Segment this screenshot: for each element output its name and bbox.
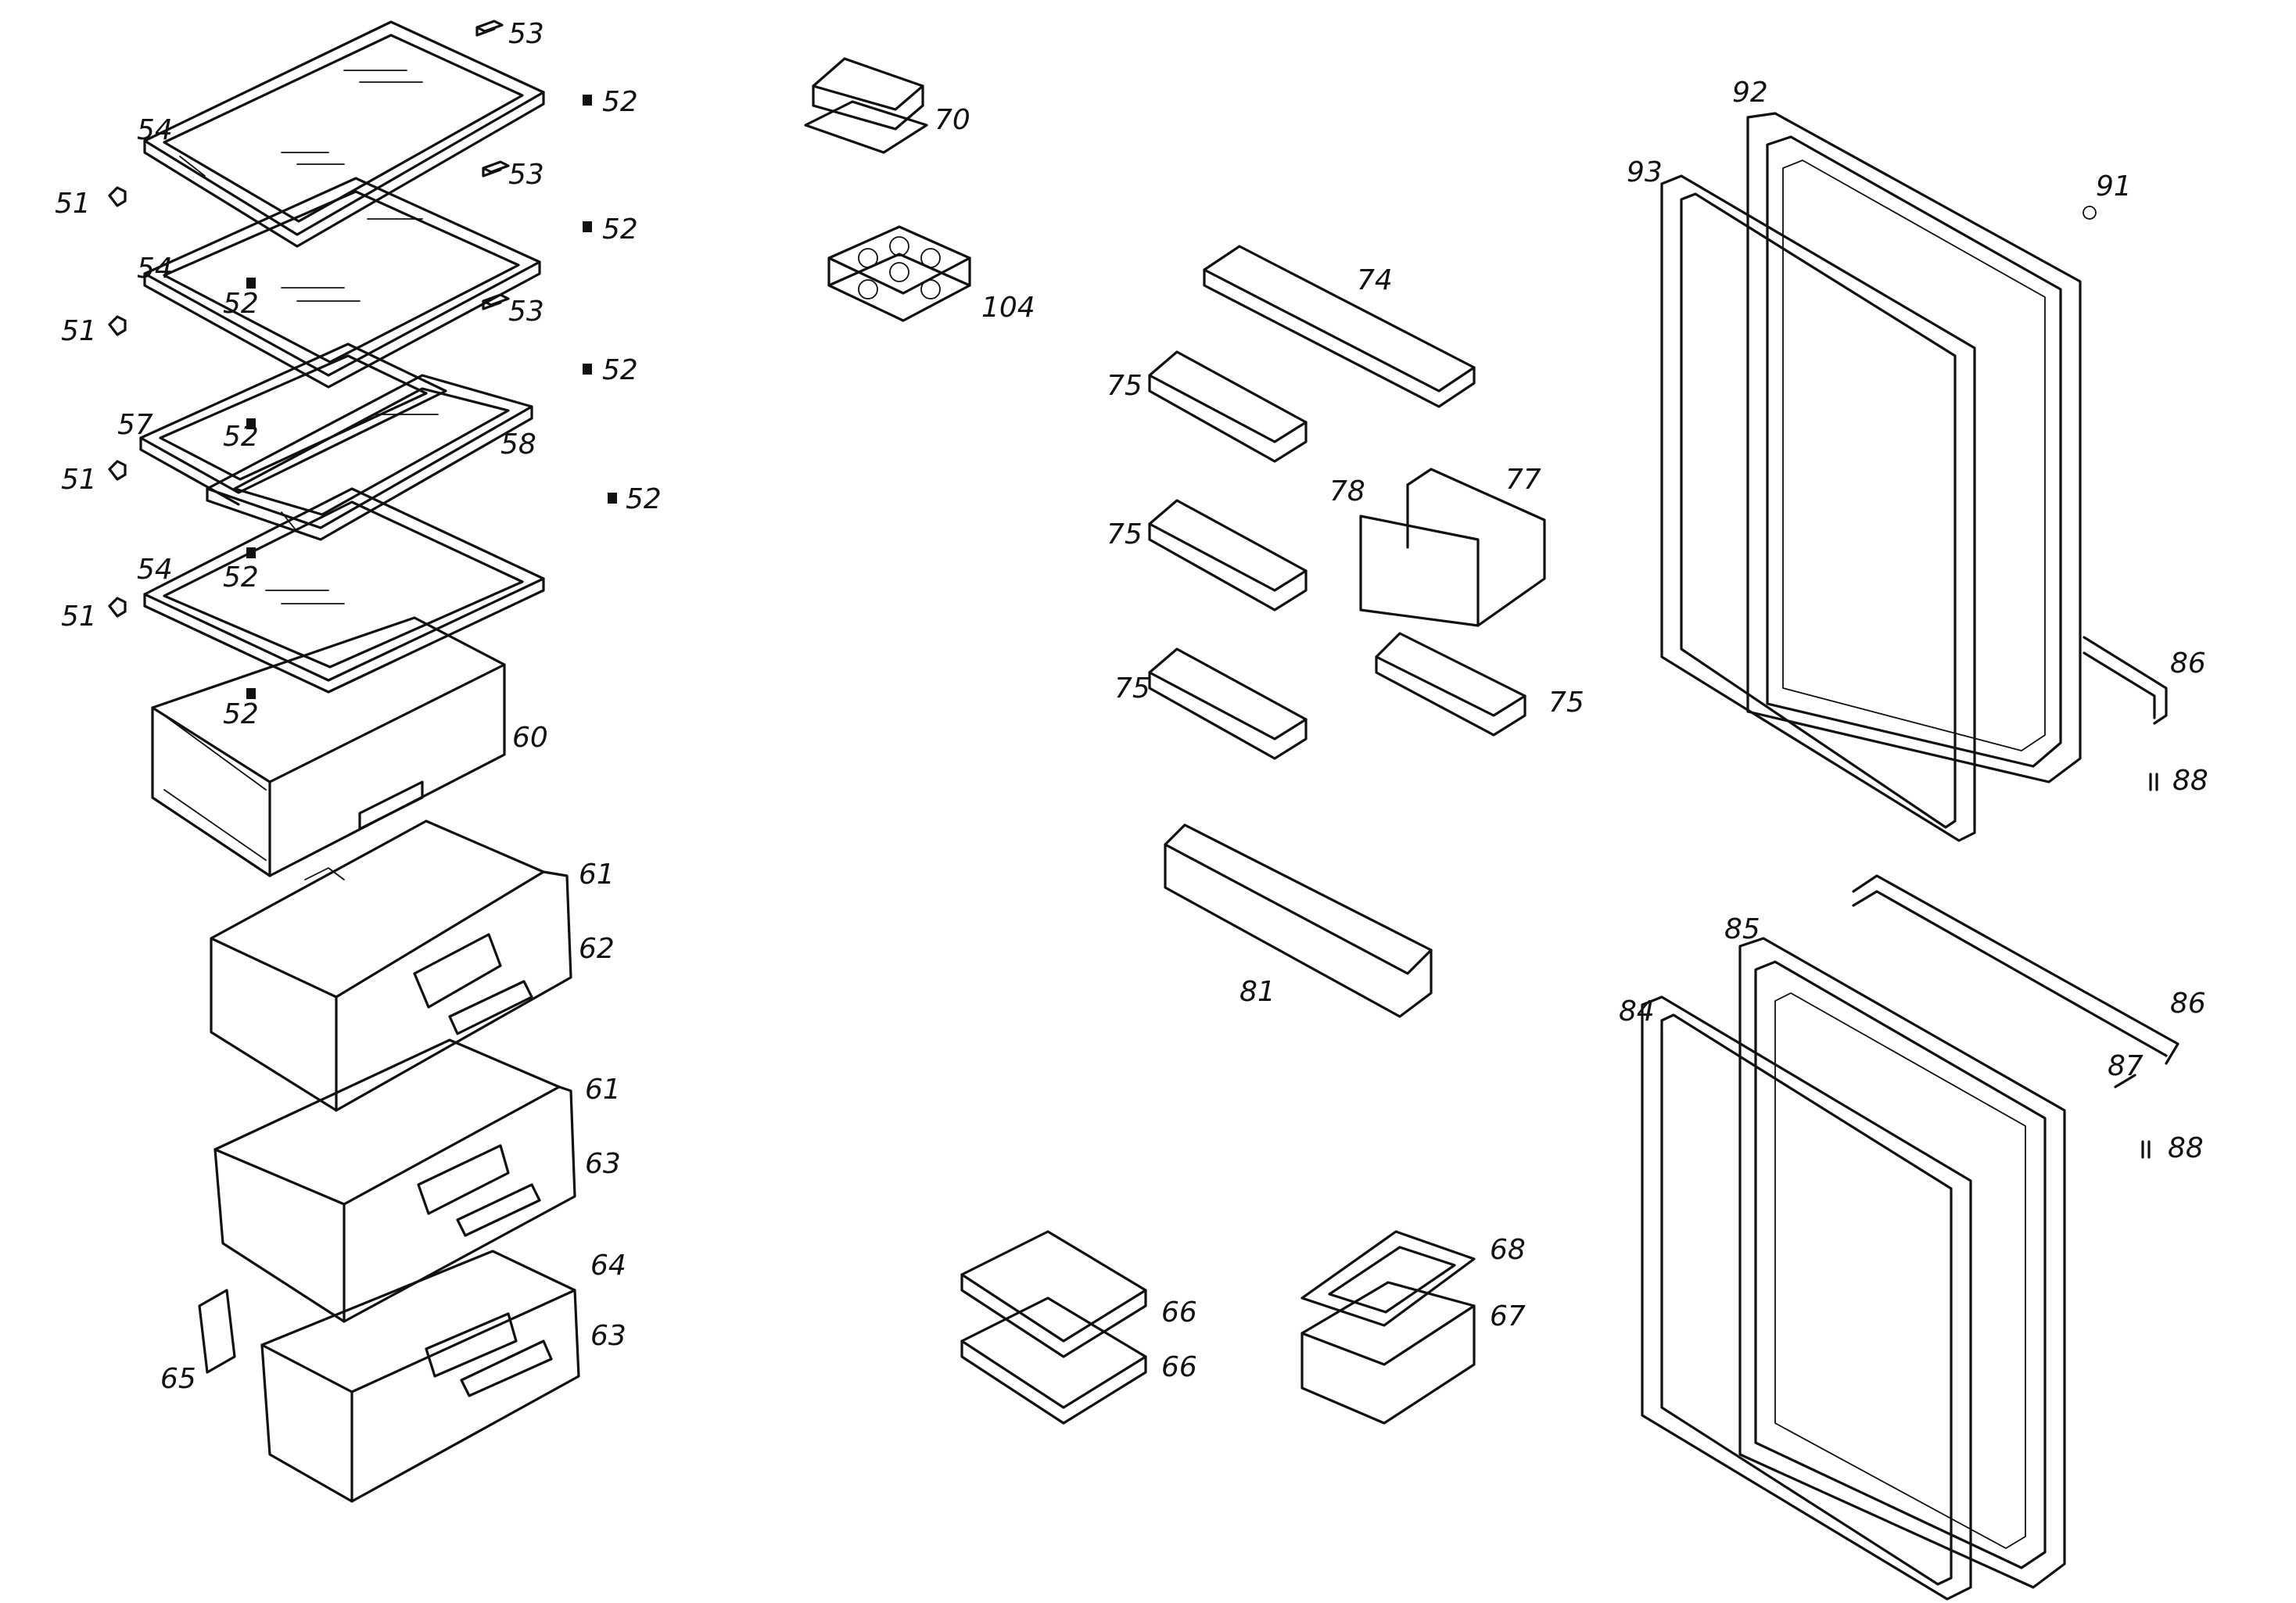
ice-bin [1300, 1281, 1476, 1425]
part-callout-93: 93 [1627, 156, 1663, 188]
small-hardware [2083, 206, 2158, 1159]
door-hinge-lower [1852, 874, 2179, 1065]
freezer-door-panel [1738, 937, 2066, 1589]
bottle-holder [1359, 468, 1546, 627]
part-callout-92: 92 [1732, 77, 1768, 109]
door-bin-small-1 [1148, 350, 1308, 463]
part-callout-81: 81 [1239, 976, 1275, 1008]
freezer-door-gasket [1641, 995, 1972, 1601]
part-callout-54: 54 [137, 253, 173, 285]
fridge-door-gasket [1660, 174, 1976, 842]
door-bin-small-4 [1375, 632, 1526, 737]
part-callout-54: 54 [137, 114, 173, 146]
part-callout-91: 91 [2096, 170, 2132, 203]
part-callout-86: 86 [2170, 988, 2206, 1020]
part-callout-75: 75 [1107, 370, 1143, 402]
part-callout-58: 58 [500, 429, 536, 461]
part-callout-54: 54 [137, 554, 173, 586]
part-callout-51: 51 [55, 188, 91, 220]
part-callout-78: 78 [1329, 475, 1365, 507]
part-callout-68: 68 [1490, 1234, 1526, 1266]
part-callout-75: 75 [1107, 518, 1143, 550]
part-callout-57: 57 [117, 409, 153, 441]
part-callout-52: 52 [602, 213, 638, 246]
glass-shelf-fourth [143, 487, 545, 694]
part-callout-65: 65 [160, 1363, 196, 1395]
part-callout-62: 62 [579, 933, 615, 965]
part-callout-70: 70 [935, 104, 970, 136]
fridge-door-panel [1746, 112, 2082, 784]
door-bin-long-upper [1203, 245, 1476, 408]
part-callout-88: 88 [2172, 765, 2208, 797]
crisper-drawer-2 [213, 1038, 576, 1323]
part-callout-66: 66 [1161, 1296, 1197, 1329]
part-callout-74: 74 [1357, 264, 1393, 296]
part-callout-104: 104 [981, 292, 1035, 324]
butter-dish [804, 57, 928, 154]
cold-packs [960, 1230, 1147, 1425]
ice-cube-tray [1300, 1230, 1476, 1327]
egg-tray [827, 225, 971, 322]
part-callout-88: 88 [2168, 1132, 2204, 1164]
bottom-drawer [260, 1250, 580, 1503]
part-callout-53: 53 [508, 18, 544, 50]
part-callout-51: 51 [61, 315, 97, 347]
door-hinge-upper [2083, 636, 2168, 725]
shelf-clips [108, 20, 617, 699]
door-bin-small-3 [1148, 647, 1308, 760]
part-callout-60: 60 [512, 722, 548, 754]
part-callout-75: 75 [1548, 687, 1584, 719]
callout-labels: 53 52 54 51 53 52 54 52 51 53 52 57 52 58 51 52 54 52 51 52… [55, 18, 2208, 1395]
part-callout-86: 86 [2170, 647, 2206, 680]
part-callout-61: 61 [579, 859, 615, 891]
part-callout-51: 51 [61, 464, 97, 496]
part-callout-63: 63 [585, 1148, 621, 1180]
part-callout-51: 51 [61, 601, 97, 633]
part-callout-52: 52 [626, 483, 662, 515]
part-callout-52: 52 [602, 354, 638, 386]
part-callout-52: 52 [602, 86, 638, 118]
part-callout-52: 52 [223, 698, 259, 730]
part-callout-63: 63 [590, 1320, 626, 1352]
part-callout-53: 53 [508, 159, 544, 191]
part-callout-61: 61 [585, 1074, 621, 1106]
door-bin-small-2 [1148, 499, 1308, 611]
part-callout-87: 87 [2108, 1050, 2144, 1082]
part-callout-53: 53 [508, 296, 544, 328]
part-callout-67: 67 [1490, 1300, 1526, 1332]
handle-gasket [198, 1289, 236, 1374]
crisper-drawer-1 [210, 819, 572, 1112]
part-callout-77: 77 [1505, 464, 1541, 496]
part-callout-85: 85 [1724, 913, 1760, 945]
storage-box [151, 616, 506, 877]
part-callout-52: 52 [223, 288, 259, 320]
part-callout-84: 84 [1619, 995, 1655, 1027]
part-callout-52: 52 [223, 561, 259, 594]
glass-shelf-top [143, 20, 545, 248]
glass-shelf-second [143, 177, 541, 389]
part-callout-66: 66 [1161, 1351, 1197, 1383]
door-bin-tall [1164, 823, 1433, 1018]
part-callout-64: 64 [590, 1250, 626, 1282]
part-callout-75: 75 [1114, 672, 1150, 705]
part-callout-52: 52 [223, 421, 259, 453]
